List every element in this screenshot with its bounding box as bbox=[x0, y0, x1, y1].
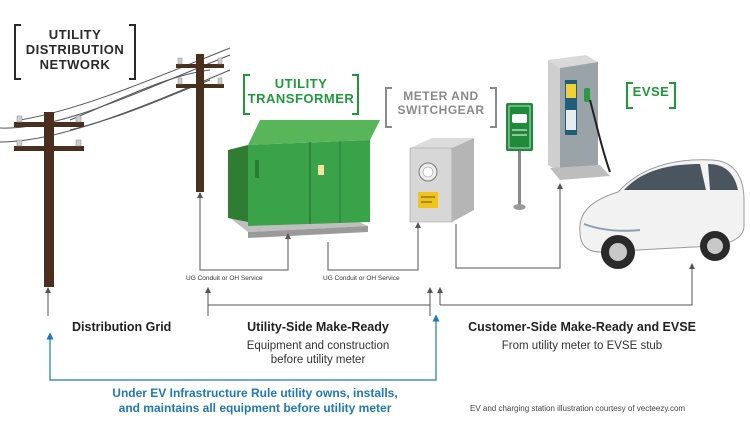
customer-side-desc: From utility meter to EVSE stub bbox=[501, 340, 663, 352]
utility-transformer bbox=[228, 120, 380, 238]
rule-bracket bbox=[46, 314, 440, 381]
evse-label: EVSE bbox=[626, 82, 676, 109]
transformer-pole bbox=[176, 54, 224, 192]
meter-switchgear bbox=[409, 138, 474, 223]
bracket-right bbox=[129, 24, 136, 80]
meter-switchgear-text: METER AND SWITCHGEAR bbox=[397, 89, 485, 117]
illustration-credit: EV and charging station illustration cou… bbox=[470, 404, 686, 413]
customer-side-title: Customer-Side Make-Ready and EVSE bbox=[468, 320, 696, 334]
rule-note-line-2: and maintains all equipment before utili… bbox=[118, 401, 392, 415]
distribution-network-label: UTILITY DISTRIBUTION NETWORK bbox=[14, 24, 136, 80]
bracket-left bbox=[626, 82, 633, 109]
bracket-right bbox=[352, 74, 359, 115]
bracket-right bbox=[490, 87, 497, 128]
utility-side-desc-2: before utility meter bbox=[270, 354, 366, 366]
ev-parking-sign bbox=[506, 103, 533, 210]
conduit-label-left: UG Conduit or OH Service bbox=[186, 275, 263, 282]
utility-side-desc-1: Equipment and construction bbox=[246, 340, 390, 352]
evse-charger bbox=[548, 55, 611, 180]
connector-lines bbox=[45, 183, 695, 316]
utility-transformer-text: UTILITY TRANSFORMER bbox=[247, 76, 355, 106]
bracket-left bbox=[14, 24, 21, 80]
distribution-network-text: UTILITY DISTRIBUTION NETWORK bbox=[25, 27, 125, 72]
distribution-pole bbox=[14, 112, 84, 287]
bracket-left bbox=[385, 87, 392, 128]
electric-vehicle bbox=[579, 159, 745, 269]
distribution-grid-label: Distribution Grid bbox=[72, 320, 172, 334]
evse-text: EVSE bbox=[632, 84, 670, 99]
utility-transformer-label: UTILITY TRANSFORMER bbox=[243, 74, 359, 115]
rule-note-line-1: Under EV Infrastructure Rule utility own… bbox=[112, 386, 398, 400]
utility-side-title: Utility-Side Make-Ready bbox=[247, 320, 389, 334]
bracket-left bbox=[243, 74, 250, 115]
meter-switchgear-label: METER AND SWITCHGEAR bbox=[385, 87, 497, 128]
bracket-right bbox=[669, 82, 676, 109]
conduit-label-right: UG Conduit or OH Service bbox=[323, 275, 400, 282]
